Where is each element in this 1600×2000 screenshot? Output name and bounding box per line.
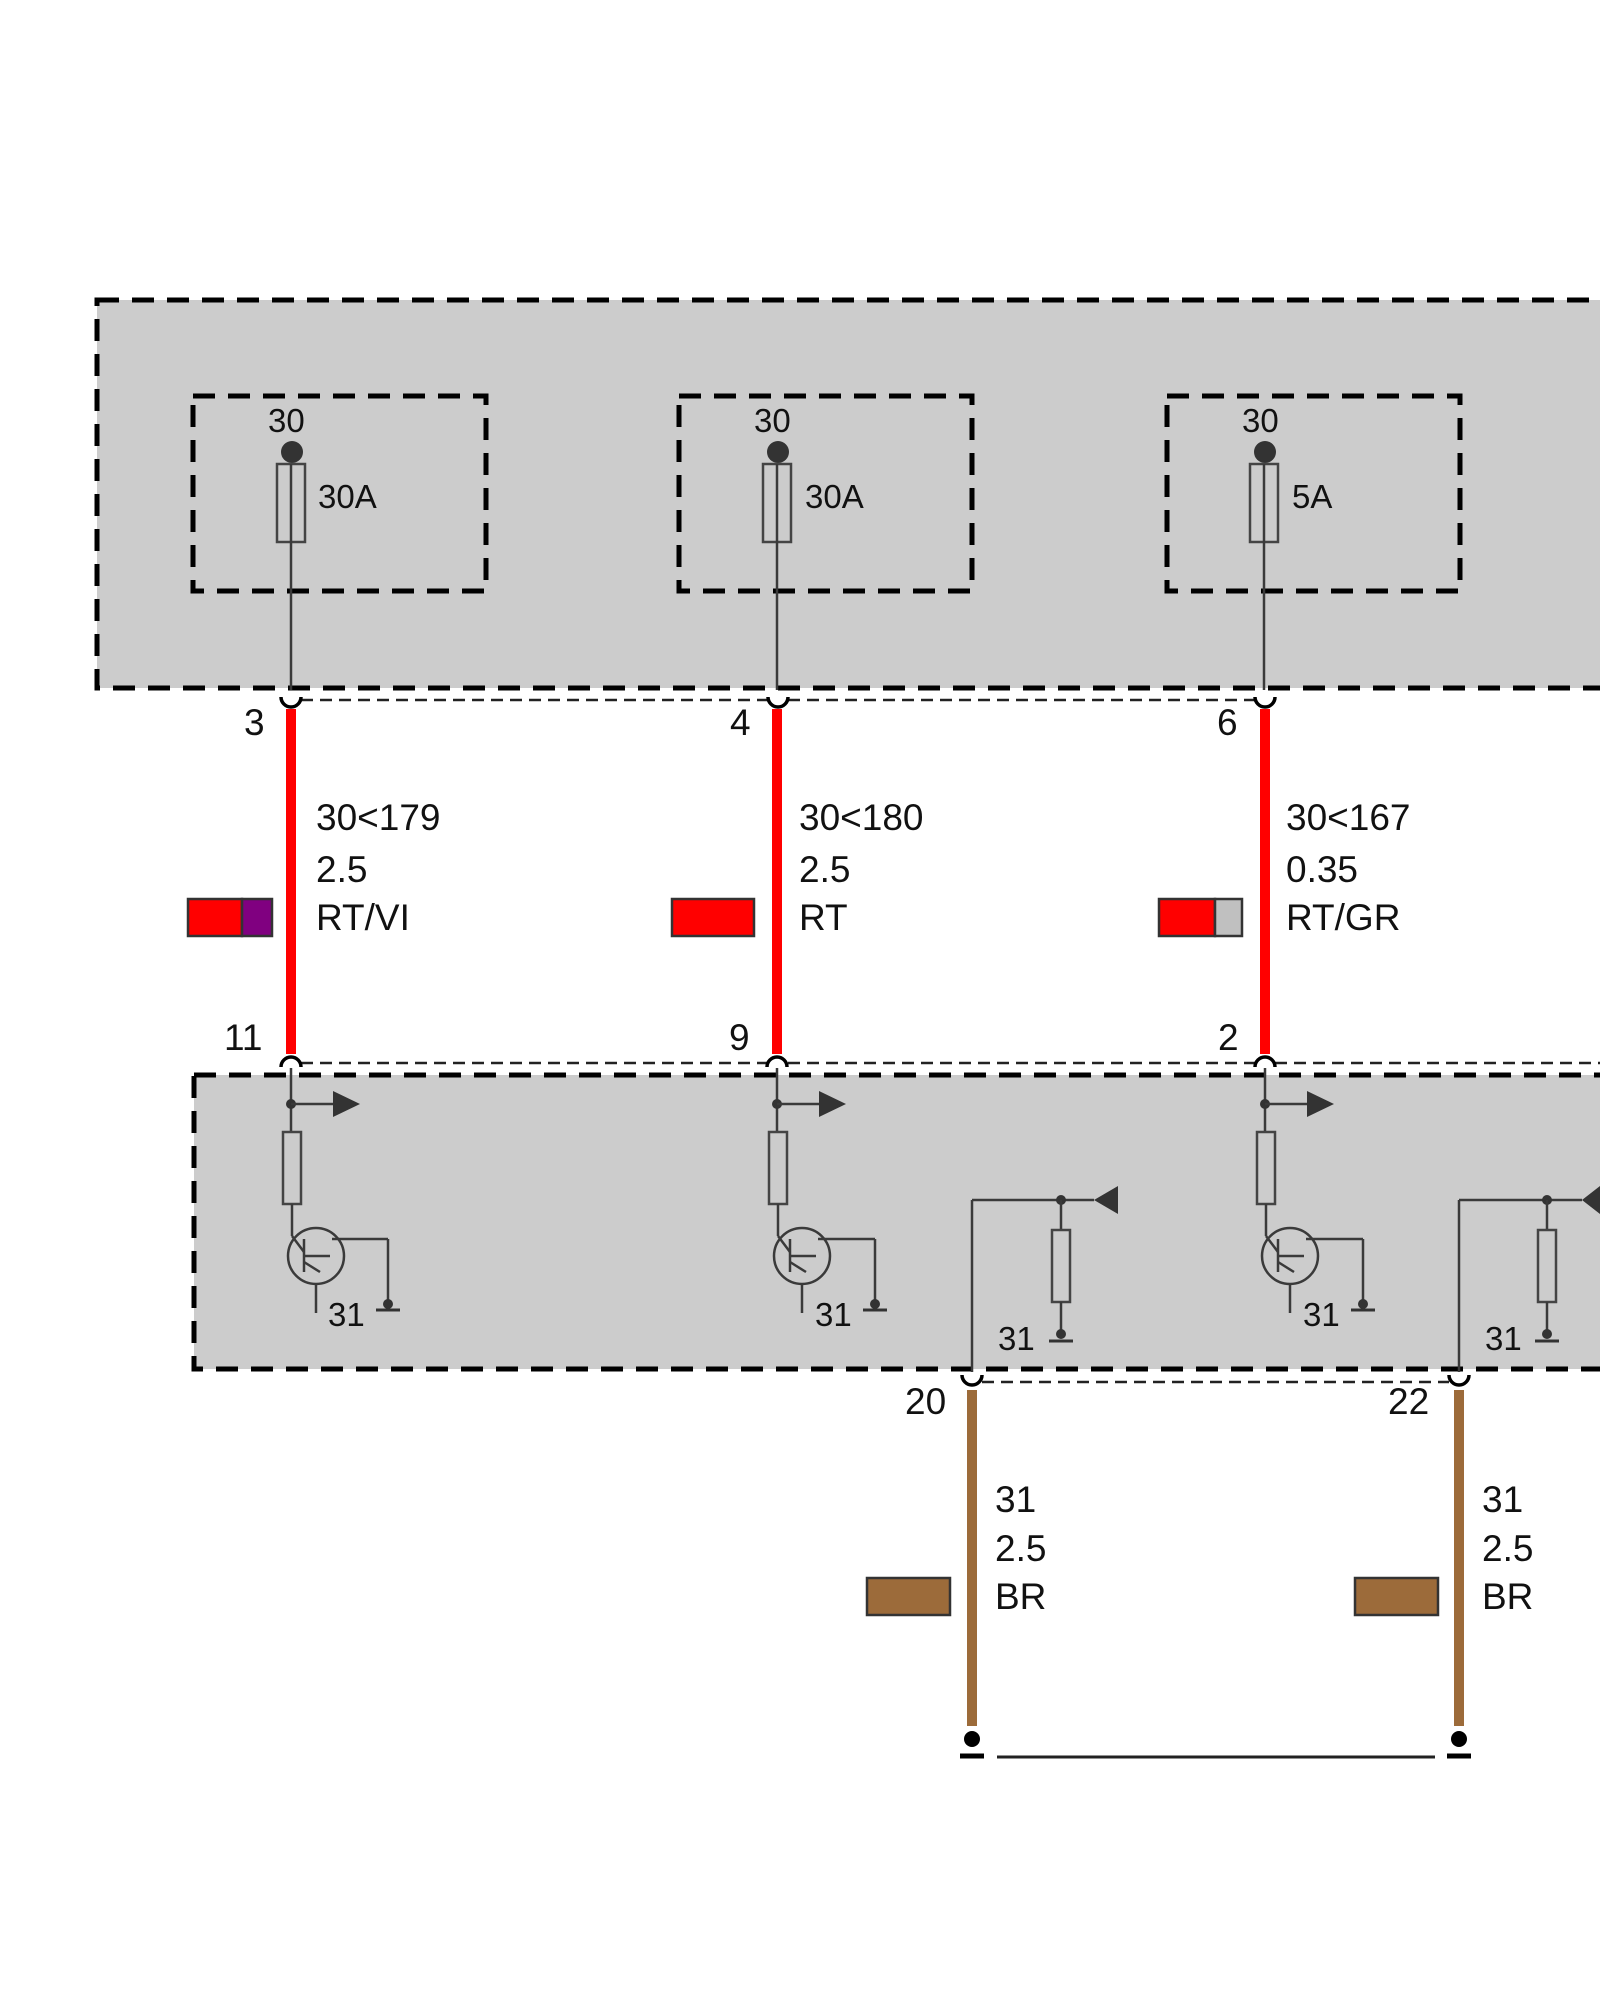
- wire-3-color-swatch: [1157, 897, 1244, 938]
- wire-1-color-swatch: [186, 897, 274, 938]
- transistor-3-ground-label: 31: [1303, 1296, 1340, 1333]
- ground-terminal-1: [960, 1731, 984, 1759]
- wire-3-color-code: RT/GR: [1286, 897, 1400, 938]
- fuse-3: 30 5A: [1164, 393, 1463, 690]
- fuse-1-terminal-dot: [281, 441, 303, 463]
- fuse-3-terminal-dot: [1254, 441, 1276, 463]
- upper-pin-terminals: [279, 696, 1277, 709]
- lower-pin-terminals: [960, 1374, 1471, 1387]
- fuse-1: 30 30A: [190, 393, 489, 690]
- wire-2-gauge: 2.5: [799, 849, 850, 890]
- fuse-1-rating: 30A: [318, 478, 377, 515]
- wire-1-pin-top: 3: [244, 702, 265, 743]
- lower-wire-1-circuit: 31: [995, 1479, 1036, 1520]
- fuse-2-terminal-dot: [767, 441, 789, 463]
- wire-2-pin-top: 4: [730, 702, 751, 743]
- input-arrow-icon: [1582, 1186, 1600, 1214]
- wire-2-color-code: RT: [799, 897, 848, 938]
- transistor-1-ground-label: 31: [328, 1296, 365, 1333]
- fuse-2-housing: [676, 393, 975, 594]
- wire-1-gauge: 2.5: [316, 849, 367, 890]
- fuse-1-housing: [190, 393, 489, 594]
- wire-3-pin-bottom: 2: [1218, 1017, 1239, 1058]
- fuse-3-housing: [1164, 393, 1463, 594]
- wire-3-gauge: 0.35: [1286, 849, 1358, 890]
- wire-3-circuit: 30<167: [1286, 797, 1411, 838]
- lower-wire-2-color-code: BR: [1482, 1576, 1533, 1617]
- wire-2-pin-bottom: 9: [729, 1017, 750, 1058]
- lower-wire-1-gauge: 2.5: [995, 1528, 1046, 1569]
- output-arrow-icon: [1307, 1091, 1334, 1117]
- module-pin-terminals: [279, 1055, 1277, 1068]
- fuse-3-rating: 5A: [1292, 478, 1332, 515]
- resistor-1-ground-label: 31: [998, 1320, 1035, 1357]
- fuse-1-terminal: 30: [268, 402, 305, 439]
- lower-wire-2-gauge: 2.5: [1482, 1528, 1533, 1569]
- output-arrow-icon: [333, 1091, 360, 1117]
- lower-wire-1-color-code: BR: [995, 1576, 1046, 1617]
- transistor-2-ground-label: 31: [815, 1296, 852, 1333]
- lower-wire-2-pin: 22: [1388, 1381, 1429, 1422]
- input-arrow-icon: [1094, 1186, 1118, 1214]
- ground-terminal-2: [1447, 1731, 1471, 1759]
- wire-2-color-swatch: [670, 897, 756, 938]
- input-stage-1: 31: [970, 1186, 1118, 1372]
- fuse-box-panel: [94, 297, 1600, 691]
- lower-wire-1-pin: 20: [905, 1381, 946, 1422]
- wire-1-pin-bottom: 11: [224, 1017, 262, 1058]
- resistor-2-ground-label: 31: [1485, 1320, 1522, 1357]
- wire-1-circuit: 30<179: [316, 797, 441, 838]
- transistor-stage-2: 31: [767, 1068, 887, 1333]
- wire-2-circuit: 30<180: [799, 797, 924, 838]
- fuse-3-terminal: 30: [1242, 402, 1279, 439]
- fuse-2-rating: 30A: [805, 478, 864, 515]
- transistor-stage-1: 31: [281, 1068, 400, 1333]
- output-arrow-icon: [819, 1091, 846, 1117]
- control-module-panel: [191, 1072, 1600, 1372]
- lower-wire-2-color-swatch: [1353, 1576, 1440, 1617]
- lower-wire-1-color-swatch: [865, 1576, 952, 1617]
- transistor-stage-3: 31: [1255, 1068, 1375, 1333]
- fuse-2-terminal: 30: [754, 402, 791, 439]
- wire-1-color-code: RT/VI: [316, 897, 410, 938]
- fuse-2: 30 30A: [676, 393, 975, 690]
- wire-3-pin-top: 6: [1217, 702, 1238, 743]
- lower-wire-2-circuit: 31: [1482, 1479, 1523, 1520]
- input-stage-2: 31: [1457, 1186, 1600, 1372]
